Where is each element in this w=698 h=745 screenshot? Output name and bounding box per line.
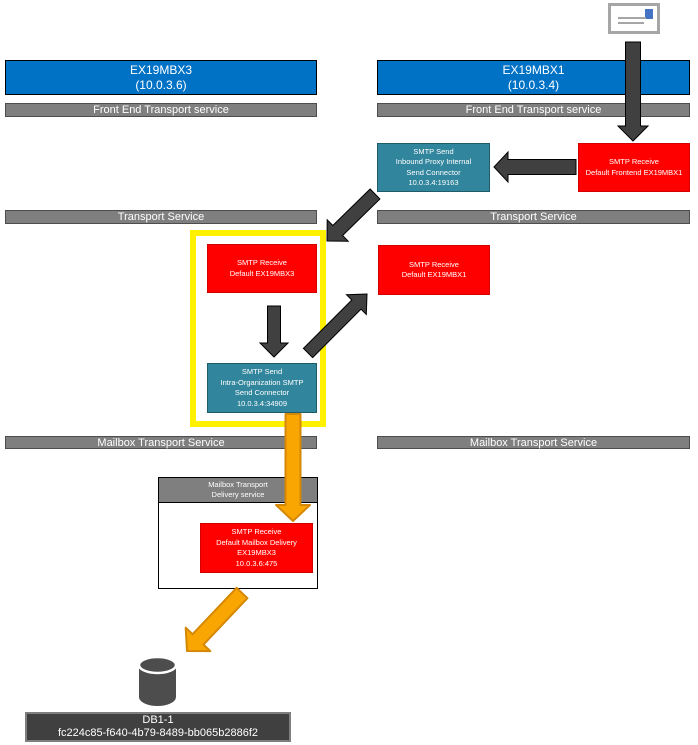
smtp-receive-default-ex19mbx1-box: SMTP Receive Default EX19MBX1 bbox=[378, 245, 490, 295]
mailbox-transport-bar-right: Mailbox Transport Service bbox=[377, 436, 690, 449]
box-line: Inbound Proxy Internal bbox=[395, 157, 472, 166]
box-line: SMTP Receive bbox=[237, 258, 287, 267]
highlight-frame bbox=[190, 230, 326, 427]
envelope-text-line bbox=[618, 22, 644, 24]
smtp-send-inbound-proxy-box: SMTP Send Inbound Proxy Internal Send Co… bbox=[377, 143, 490, 192]
box-line: SMTP Receive bbox=[231, 527, 282, 536]
box-line: SMTP Receive bbox=[609, 157, 659, 166]
box-line: Send Connector bbox=[406, 167, 461, 177]
box-line: Intra-Organization SMTP bbox=[220, 377, 304, 387]
arrow-frontend-receive-to-inbound-proxy bbox=[493, 150, 577, 184]
database-label: DB1-1 fc224c85-f640-4b79-8489-bb065b2886… bbox=[25, 712, 291, 742]
box-line: SMTP Send bbox=[413, 146, 454, 156]
envelope-text-line bbox=[618, 17, 646, 19]
server-name: EX19MBX1 bbox=[502, 62, 565, 77]
mailbox-transport-bar-left: Mailbox Transport Service bbox=[5, 436, 317, 449]
front-end-transport-bar-left: Front End Transport service bbox=[5, 103, 317, 117]
box-line: Mailbox Transport bbox=[208, 479, 268, 489]
smtp-send-intra-org-box: SMTP Send Intra-Organization SMTP Send C… bbox=[207, 363, 317, 413]
box-line: SMTP Receive bbox=[409, 259, 459, 269]
box-line: EX19MBX3 bbox=[237, 548, 276, 557]
server-name: EX19MBX3 bbox=[129, 62, 193, 77]
box-line: Default Mailbox Delivery bbox=[216, 537, 297, 547]
arrow-inbound-proxy-to-receive-mbx3 bbox=[326, 188, 381, 242]
box-line: Default EX19MBX1 bbox=[401, 270, 467, 279]
delivery-service-header: Mailbox Transport Delivery service bbox=[158, 477, 318, 503]
database-guid: fc224c85-f640-4b79-8489-bb065b2886f2 bbox=[58, 727, 258, 739]
box-line: 10.0.3.4:19163 bbox=[408, 178, 459, 187]
front-end-transport-bar-right: Front End Transport service bbox=[377, 103, 690, 117]
box-line: 10.0.3.6:475 bbox=[235, 558, 278, 568]
transport-service-bar-left: Transport Service bbox=[5, 210, 317, 224]
stamp-icon bbox=[645, 9, 653, 19]
smtp-receive-default-ex19mbx3-box: SMTP Receive Default EX19MBX3 bbox=[207, 244, 317, 293]
database-icon bbox=[137, 655, 178, 706]
server-ip: (10.0.3.4) bbox=[507, 77, 560, 92]
transport-service-bar-right: Transport Service bbox=[377, 210, 690, 224]
server-ip: (10.0.3.6) bbox=[135, 77, 187, 92]
smtp-receive-default-frontend-box: SMTP Receive Default Frontend EX19MBX1 bbox=[578, 143, 690, 192]
box-line: 10.0.3.4:34909 bbox=[236, 398, 288, 408]
box-line: Default EX19MBX3 bbox=[229, 268, 295, 278]
arrow-mailbox-delivery-to-database bbox=[184, 586, 249, 653]
box-line: SMTP Send bbox=[241, 367, 283, 376]
server-box-ex19mbx1: EX19MBX1 (10.0.3.4) bbox=[377, 60, 690, 95]
smtp-receive-mailbox-delivery-box: SMTP Receive Default Mailbox Delivery EX… bbox=[200, 523, 313, 573]
box-line: Default Frontend EX19MBX1 bbox=[585, 167, 683, 177]
database-name: DB1-1 bbox=[142, 714, 174, 726]
server-box-ex19mbx3: EX19MBX3 (10.0.3.6) bbox=[5, 60, 317, 95]
email-message-icon bbox=[608, 3, 660, 34]
box-line: Delivery service bbox=[211, 490, 265, 499]
box-line: Send Connector bbox=[234, 388, 290, 397]
